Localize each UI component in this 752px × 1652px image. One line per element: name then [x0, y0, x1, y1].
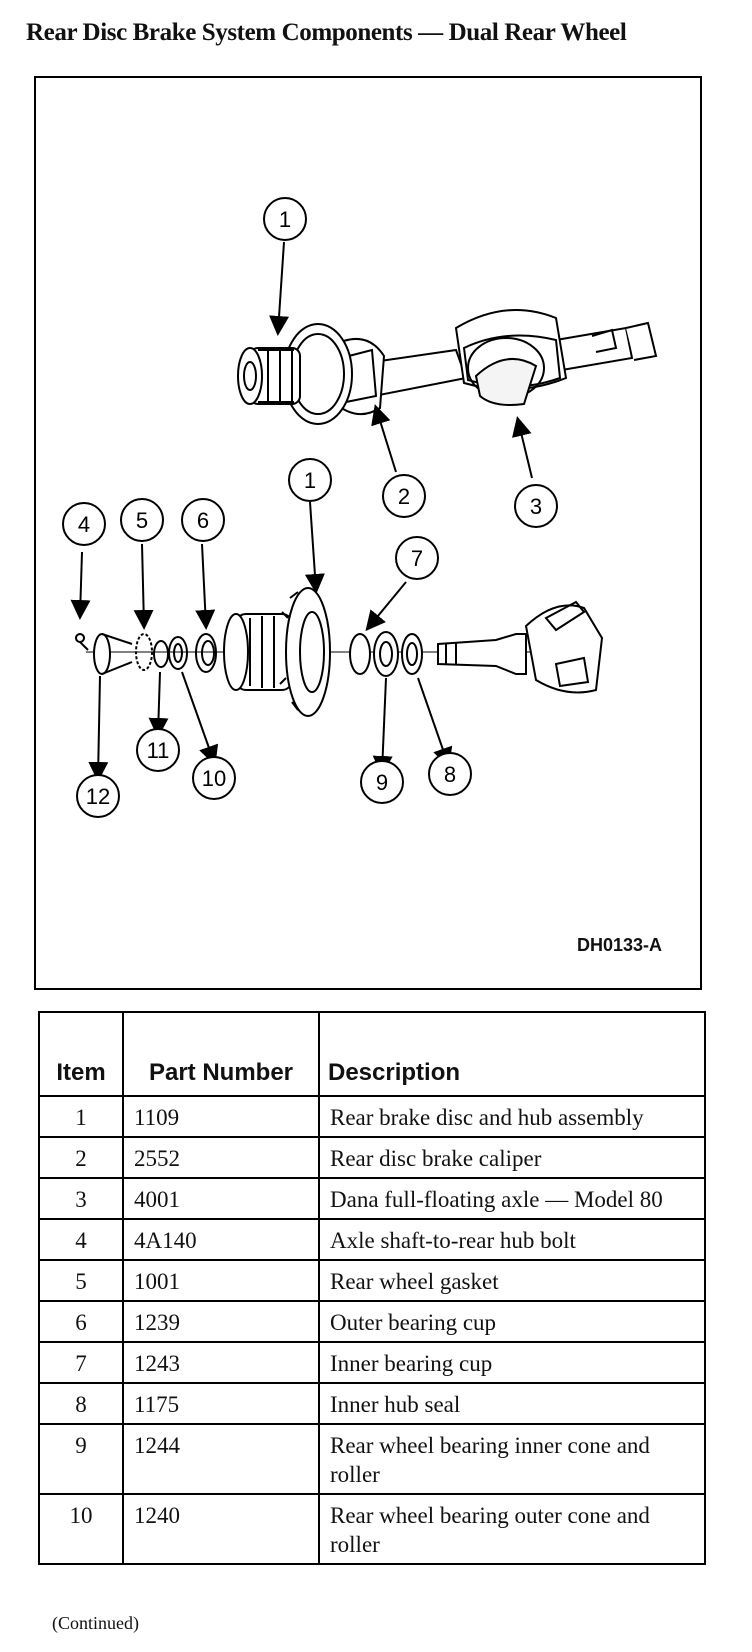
table-row: 8 1175 Inner hub seal	[38, 1382, 706, 1425]
parts-table: Item Part Number Description 1 1109 Rear…	[38, 1011, 706, 1565]
callout-5: 5	[120, 498, 164, 542]
cell-item: 7	[38, 1341, 124, 1384]
cell-part-number: 1244	[122, 1423, 320, 1495]
exploded-diagram: 1 2 3 4 5 6 1	[34, 76, 702, 990]
table-header-row: Item Part Number Description	[38, 1011, 706, 1097]
svg-text:4: 4	[78, 512, 90, 537]
svg-text:10: 10	[202, 766, 226, 791]
cell-part-number: 1240	[122, 1493, 320, 1565]
cell-part-number: 1175	[122, 1382, 320, 1425]
cell-part-number: 2552	[122, 1136, 320, 1179]
cell-description: Inner bearing cup	[318, 1341, 706, 1384]
callout-9: 9	[360, 760, 404, 804]
callout-1-lower: 1	[288, 458, 332, 502]
callout-3: 3	[514, 484, 558, 528]
callout-bubbles: 1 2 3 4 5 6 1	[62, 197, 558, 818]
cell-item: 2	[38, 1136, 124, 1179]
table-row: 6 1239 Outer bearing cup	[38, 1300, 706, 1343]
cell-part-number: 1239	[122, 1300, 320, 1343]
svg-text:3: 3	[530, 494, 542, 519]
svg-text:7: 7	[411, 546, 423, 571]
header-part-number: Part Number	[122, 1011, 320, 1097]
page-title: Rear Disc Brake System Components — Dual…	[26, 19, 627, 46]
cell-item: 3	[38, 1177, 124, 1220]
cell-part-number: 4001	[122, 1177, 320, 1220]
svg-text:2: 2	[398, 484, 410, 509]
svg-text:5: 5	[136, 508, 148, 533]
cell-description: Outer bearing cup	[318, 1300, 706, 1343]
callout-1-upper: 1	[263, 197, 307, 241]
table-row: 1 1109 Rear brake disc and hub assembly	[38, 1095, 706, 1138]
cell-part-number: 1243	[122, 1341, 320, 1384]
table-row: 3 4001 Dana full-floating axle — Model 8…	[38, 1177, 706, 1220]
cell-item: 9	[38, 1423, 124, 1495]
callout-4: 4	[62, 502, 106, 546]
cell-item: 8	[38, 1382, 124, 1425]
header-item: Item	[38, 1011, 124, 1097]
svg-text:6: 6	[197, 508, 209, 533]
cell-description: Rear brake disc and hub assembly	[318, 1095, 706, 1138]
cell-part-number: 1109	[122, 1095, 320, 1138]
cell-description: Rear wheel bearing outer cone and roller	[318, 1493, 706, 1565]
table-row: 4 4A140 Axle shaft-to-rear hub bolt	[38, 1218, 706, 1261]
cell-description: Inner hub seal	[318, 1382, 706, 1425]
cell-item: 6	[38, 1300, 124, 1343]
table-row: 7 1243 Inner bearing cup	[38, 1341, 706, 1384]
callout-11: 11	[136, 728, 180, 772]
table-row: 2 2552 Rear disc brake caliper	[38, 1136, 706, 1179]
svg-text:12: 12	[86, 784, 110, 809]
svg-text:1: 1	[279, 207, 291, 232]
cell-item: 10	[38, 1493, 124, 1565]
svg-text:11: 11	[147, 738, 170, 763]
cell-part-number: 1001	[122, 1259, 320, 1302]
callout-12: 12	[76, 774, 120, 818]
cell-item: 5	[38, 1259, 124, 1302]
header-description: Description	[318, 1011, 706, 1097]
svg-text:9: 9	[376, 770, 388, 795]
svg-text:8: 8	[444, 762, 456, 787]
callout-10: 10	[192, 756, 236, 800]
figure-code: DH0133-A	[576, 935, 662, 955]
exploded-parts-illustration	[75, 587, 604, 717]
table-row: 10 1240 Rear wheel bearing outer cone an…	[38, 1493, 706, 1565]
axle-assembly-illustration	[237, 309, 658, 425]
cell-item: 1	[38, 1095, 124, 1138]
diagram-drawing: 1 2 3 4 5 6 1	[62, 197, 658, 818]
callout-2: 2	[382, 474, 426, 518]
svg-text:1: 1	[304, 468, 316, 493]
cell-description: Axle shaft-to-rear hub bolt	[318, 1218, 706, 1261]
cell-description: Rear wheel bearing inner cone and roller	[318, 1423, 706, 1495]
callout-7: 7	[395, 536, 439, 580]
continued-note: (Continued)	[52, 1613, 139, 1633]
table-row: 5 1001 Rear wheel gasket	[38, 1259, 706, 1302]
cell-description: Dana full-floating axle — Model 80	[318, 1177, 706, 1220]
cell-part-number: 4A140	[122, 1218, 320, 1261]
callout-8: 8	[428, 752, 472, 796]
cell-description: Rear disc brake caliper	[318, 1136, 706, 1179]
cell-item: 4	[38, 1218, 124, 1261]
cell-description: Rear wheel gasket	[318, 1259, 706, 1302]
callout-6: 6	[181, 498, 225, 542]
table-row: 9 1244 Rear wheel bearing inner cone and…	[38, 1423, 706, 1495]
